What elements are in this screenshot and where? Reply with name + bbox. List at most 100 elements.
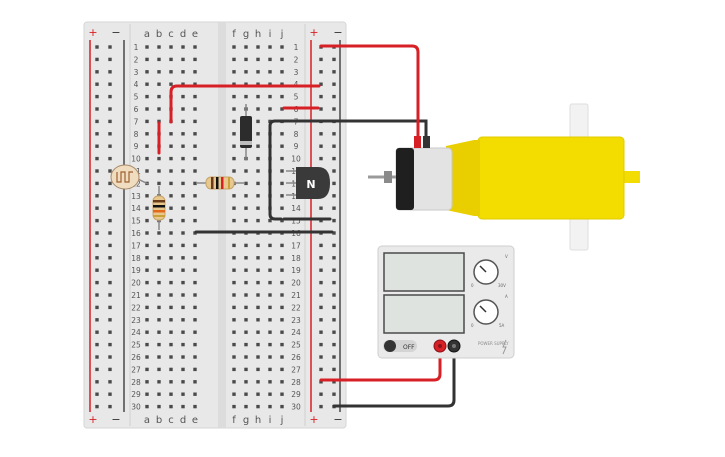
breadboard-hole[interactable]	[232, 107, 236, 111]
breadboard-hole[interactable]	[181, 45, 185, 49]
breadboard-hole[interactable]	[256, 305, 260, 310]
breadboard-hole[interactable]	[232, 156, 236, 161]
diode[interactable]	[240, 104, 252, 160]
breadboard-hole[interactable]	[157, 392, 161, 396]
breadboard-hole[interactable]	[232, 243, 236, 248]
rail-hole[interactable]	[319, 404, 323, 409]
breadboard-hole[interactable]	[145, 318, 149, 322]
breadboard-hole[interactable]	[256, 342, 260, 347]
breadboard-hole[interactable]	[280, 380, 284, 384]
breadboard-hole[interactable]	[193, 57, 197, 62]
rail-hole[interactable]	[95, 156, 99, 161]
rail-hole[interactable]	[95, 256, 99, 260]
rail-hole[interactable]	[332, 181, 336, 186]
wire-black-to-supply[interactable]	[332, 344, 456, 408]
breadboard-hole[interactable]	[256, 243, 260, 248]
breadboard-hole[interactable]	[256, 268, 260, 272]
breadboard-hole[interactable]	[145, 342, 149, 347]
rail-hole[interactable]	[108, 355, 112, 359]
breadboard-hole[interactable]	[181, 392, 185, 396]
breadboard-hole[interactable]	[145, 45, 149, 49]
breadboard-hole[interactable]	[157, 305, 161, 310]
breadboard-hole[interactable]	[280, 355, 284, 359]
breadboard-hole[interactable]	[244, 404, 248, 409]
breadboard-hole[interactable]	[181, 82, 185, 86]
motor-terminal-positive[interactable]	[414, 136, 421, 148]
rail-hole[interactable]	[108, 194, 112, 198]
breadboard-hole[interactable]	[193, 256, 197, 260]
rail-hole[interactable]	[332, 231, 336, 235]
rail-hole[interactable]	[319, 94, 323, 99]
wire-red-row6[interactable]	[169, 84, 321, 124]
rail-hole[interactable]	[95, 169, 99, 173]
rail-hole[interactable]	[108, 206, 112, 210]
breadboard-hole[interactable]	[169, 206, 173, 210]
rail-hole[interactable]	[332, 82, 336, 86]
breadboard-hole[interactable]	[280, 330, 284, 334]
rail-hole[interactable]	[95, 392, 99, 396]
breadboard-hole[interactable]	[169, 169, 173, 173]
breadboard-hole[interactable]	[268, 367, 272, 372]
breadboard-hole[interactable]	[268, 218, 272, 223]
breadboard-hole[interactable]	[268, 70, 272, 74]
breadboard-hole[interactable]	[145, 243, 149, 248]
breadboard-hole[interactable]	[256, 355, 260, 359]
breadboard-hole[interactable]	[268, 82, 272, 86]
rail-hole[interactable]	[95, 268, 99, 272]
rail-hole[interactable]	[332, 380, 336, 384]
rail-hole[interactable]	[95, 231, 99, 235]
breadboard-hole[interactable]	[280, 293, 284, 297]
breadboard-hole[interactable]	[256, 45, 260, 49]
breadboard-hole[interactable]	[145, 194, 149, 198]
breadboard-hole[interactable]	[232, 45, 236, 49]
breadboard-hole[interactable]	[157, 57, 161, 62]
breadboard-hole[interactable]	[193, 119, 197, 124]
breadboard-hole[interactable]	[193, 132, 197, 136]
breadboard-hole[interactable]	[193, 169, 197, 173]
breadboard-hole[interactable]	[280, 318, 284, 322]
rail-hole[interactable]	[108, 156, 112, 161]
breadboard-hole[interactable]	[268, 318, 272, 322]
rail-hole[interactable]	[95, 45, 99, 49]
breadboard-hole[interactable]	[145, 144, 149, 148]
breadboard-hole[interactable]	[268, 45, 272, 49]
breadboard-hole[interactable]	[145, 330, 149, 334]
rail-hole[interactable]	[319, 318, 323, 322]
breadboard-hole[interactable]	[157, 367, 161, 372]
rail-hole[interactable]	[319, 144, 323, 148]
breadboard-hole[interactable]	[280, 243, 284, 248]
rail-hole[interactable]	[319, 280, 323, 285]
rail-hole[interactable]	[332, 293, 336, 297]
breadboard-hole[interactable]	[244, 82, 248, 86]
breadboard-hole[interactable]	[256, 256, 260, 260]
breadboard-hole[interactable]	[280, 305, 284, 310]
rail-hole[interactable]	[332, 107, 336, 111]
rail-hole[interactable]	[332, 318, 336, 322]
breadboard-hole[interactable]	[244, 268, 248, 272]
rail-hole[interactable]	[319, 380, 323, 384]
breadboard-hole[interactable]	[280, 82, 284, 86]
breadboard-hole[interactable]	[157, 231, 161, 235]
rail-hole[interactable]	[95, 342, 99, 347]
rail-hole[interactable]	[319, 57, 323, 62]
rail-hole[interactable]	[95, 94, 99, 99]
rail-hole[interactable]	[108, 119, 112, 124]
breadboard-hole[interactable]	[256, 181, 260, 186]
breadboard-hole[interactable]	[157, 82, 161, 86]
breadboard-hole[interactable]	[256, 119, 260, 124]
breadboard-hole[interactable]	[193, 392, 197, 396]
breadboard-hole[interactable]	[244, 318, 248, 322]
breadboard-hole[interactable]	[157, 156, 161, 161]
rail-hole[interactable]	[332, 206, 336, 210]
breadboard-hole[interactable]	[169, 280, 173, 285]
breadboard-hole[interactable]	[268, 94, 272, 99]
breadboard-hole[interactable]	[181, 293, 185, 297]
breadboard-hole[interactable]	[244, 194, 248, 198]
breadboard-hole[interactable]	[256, 82, 260, 86]
breadboard-hole[interactable]	[181, 318, 185, 322]
rail-hole[interactable]	[108, 57, 112, 62]
breadboard-hole[interactable]	[268, 107, 272, 111]
breadboard-hole[interactable]	[256, 218, 260, 223]
rail-hole[interactable]	[95, 70, 99, 74]
rail-hole[interactable]	[108, 94, 112, 99]
